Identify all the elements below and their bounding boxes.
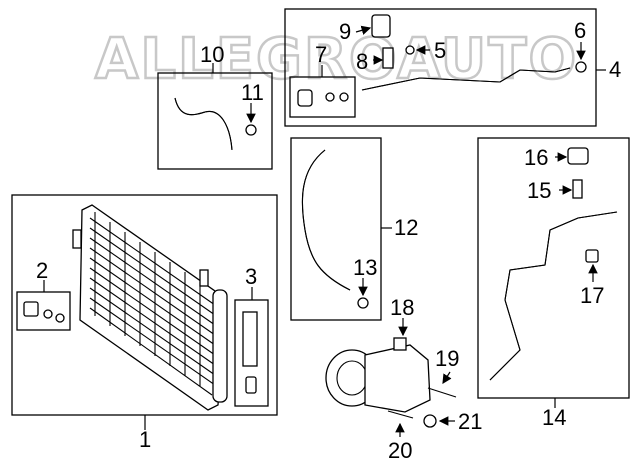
cap-icon: [371, 14, 391, 38]
callout-3-group: 3: [234, 264, 269, 407]
bracket-top-icon: [72, 229, 82, 249]
callout-10-group: 10 11: [157, 42, 273, 170]
callout-2: 2: [36, 258, 48, 283]
callout-14: 14: [542, 405, 566, 430]
o-ring-icon: [357, 297, 369, 309]
condenser-fins: [89, 212, 216, 396]
hose-10-icon: [174, 97, 233, 151]
callout-18: 18: [390, 295, 414, 320]
callout-20: 20: [388, 438, 412, 463]
callout-5: 5: [434, 38, 446, 63]
receiver-tank: [212, 289, 228, 403]
callout-11: 11: [241, 80, 264, 105]
callout-12-group: 13 12: [290, 137, 418, 321]
o-ring-icon: [339, 92, 349, 102]
callout-15: 15: [527, 178, 551, 203]
stud-icon: [387, 410, 414, 419]
hose-12-icon: [301, 149, 351, 291]
callout-21: 21: [458, 409, 482, 434]
callout-10: 10: [200, 42, 224, 67]
nut-icon: [423, 414, 437, 428]
valve-core-icon: [572, 179, 583, 199]
box-14: [477, 137, 630, 399]
callout-19: 19: [435, 346, 459, 371]
pressure-switch-icon: [585, 249, 599, 263]
valve-core-icon: [382, 47, 394, 69]
box-4: [284, 8, 597, 127]
box-12: [290, 137, 382, 321]
desiccant-icon: [242, 311, 258, 367]
callout-9: 9: [339, 19, 351, 44]
o-ring-icon: [575, 61, 587, 73]
callout-1: 1: [139, 427, 151, 452]
callout-14-group: 16 15 17 14: [477, 137, 630, 430]
o-ring-icon: [405, 45, 415, 55]
bracket-right-icon: [199, 269, 209, 287]
callout-13: 13: [353, 255, 377, 280]
callout-16: 16: [524, 145, 548, 170]
callout-12: 12: [394, 215, 418, 240]
bracket-icon: [297, 89, 313, 107]
box-10: [157, 72, 273, 170]
o-ring-icon: [325, 92, 335, 102]
callout-6: 6: [574, 18, 586, 43]
condenser-group: 1: [11, 194, 278, 452]
compressor-group: 18 19 20 21: [325, 295, 482, 463]
compressor-body: [364, 344, 431, 413]
bolt-icon: [427, 387, 457, 398]
compressor-port-icon: [393, 337, 407, 351]
callout-3: 3: [245, 264, 257, 289]
callout-4-group: 7 9 8 5 6 4: [284, 8, 621, 127]
bracket-icon: [23, 301, 39, 317]
o-ring-icon: [55, 313, 65, 323]
watermark: ALLEGROAUTO: [95, 27, 578, 92]
callout-7: 7: [315, 42, 327, 67]
callout-8: 8: [356, 49, 368, 74]
leader-19: [442, 371, 452, 385]
leader-9: [355, 25, 372, 35]
callout-2-group: 2: [16, 258, 71, 331]
o-ring-icon: [43, 309, 53, 319]
o-ring-icon: [245, 124, 257, 136]
callout-17: 17: [580, 283, 604, 308]
callout-4: 4: [609, 57, 621, 82]
cap-icon: [567, 147, 589, 165]
plug-icon: [245, 376, 257, 394]
